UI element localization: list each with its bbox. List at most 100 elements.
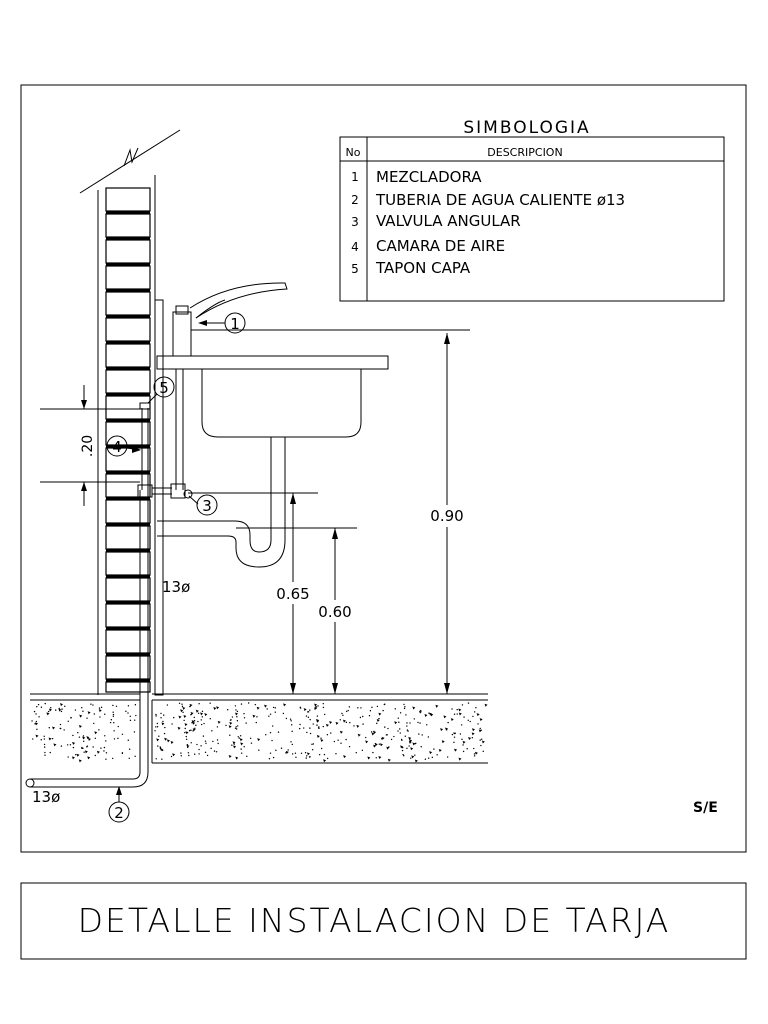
aggregate-dot xyxy=(32,738,34,740)
aggregate-mark xyxy=(235,756,239,760)
aggregate-mark xyxy=(438,748,442,752)
drawing-frame xyxy=(20,84,747,853)
aggregate-dot xyxy=(198,748,200,751)
brick xyxy=(105,317,151,342)
aggregate-dot xyxy=(418,733,420,735)
aggregate-dot xyxy=(134,704,137,706)
aggregate-dot xyxy=(320,747,323,750)
aggregate-dot xyxy=(216,739,219,741)
brick xyxy=(105,265,151,290)
aggregate-mark xyxy=(356,724,360,728)
legend-row-5-no: 5 xyxy=(351,262,359,276)
brick xyxy=(105,551,151,576)
aggregate-dot xyxy=(159,746,161,748)
aggregate-dot xyxy=(307,716,310,719)
aggregate-dot xyxy=(312,723,314,725)
legend-row-4-no: 4 xyxy=(351,240,359,254)
aggregate-mark xyxy=(316,719,320,723)
aggregate-dot xyxy=(473,753,476,755)
svg-text:5: 5 xyxy=(159,379,169,397)
wall-break-symbol xyxy=(123,147,139,167)
aggregate-dot xyxy=(269,713,272,715)
aggregate-dot xyxy=(372,751,374,754)
aggregate-dot xyxy=(196,743,198,746)
aggregate-dot xyxy=(44,754,46,756)
aggregate-dot xyxy=(205,742,207,745)
aggregate-dot xyxy=(295,756,297,758)
aggregate-dot xyxy=(265,734,267,736)
aggregate-mark xyxy=(82,736,86,740)
brick xyxy=(105,369,151,394)
aggregate-dot xyxy=(229,734,231,736)
aggregate-mark xyxy=(283,703,287,707)
aggregate-dot xyxy=(410,757,412,759)
aggregate-dot xyxy=(195,724,197,726)
aggregate-dot xyxy=(290,724,293,726)
bottom-elbow xyxy=(30,771,149,788)
aggregate-dot xyxy=(155,726,157,728)
aggregate-mark xyxy=(229,721,233,725)
aggregate-dot xyxy=(213,750,216,752)
aggregate-dot xyxy=(453,736,456,738)
aggregate-dot xyxy=(385,734,388,736)
svg-text:3: 3 xyxy=(202,497,212,515)
aggregate-dot xyxy=(185,735,187,738)
aggregate-dot xyxy=(456,713,458,715)
aggregate-dot xyxy=(115,705,118,707)
aggregate-dot xyxy=(375,757,377,759)
aggregate-dot xyxy=(269,752,272,754)
aggregate-dot xyxy=(258,749,260,751)
aggregate-mark xyxy=(213,707,217,711)
aggregate-mark xyxy=(443,715,447,719)
aggregate-dot xyxy=(318,727,320,729)
aggregate-dot xyxy=(376,722,378,725)
aggregate-dot xyxy=(185,738,188,741)
aggregate-mark xyxy=(216,706,220,710)
aggregate-dot xyxy=(112,713,115,716)
aggregate-dot xyxy=(309,727,311,729)
aggregate-dot xyxy=(90,703,92,705)
aggregate-mark xyxy=(411,755,415,759)
aggregate-dot xyxy=(393,735,395,738)
aggregate-dot xyxy=(33,710,36,713)
aggregate-dot xyxy=(357,707,359,709)
aggregate-dot xyxy=(406,725,408,727)
aggregate-mark xyxy=(440,728,444,732)
brick xyxy=(105,681,151,693)
aggregate-dot xyxy=(211,730,213,732)
aggregate-mark xyxy=(98,709,102,713)
aggregate-dot xyxy=(77,731,79,734)
aggregate-mark xyxy=(84,750,88,754)
aggregate-dot xyxy=(216,726,219,728)
aggregate-dot xyxy=(309,732,312,735)
aggregate-mark xyxy=(233,745,237,749)
aggregate-mark xyxy=(285,750,289,754)
aggregate-dot xyxy=(453,713,456,715)
callout-2: 2 xyxy=(108,786,130,823)
aggregate-dot xyxy=(463,716,465,718)
aggregate-dot xyxy=(290,741,292,743)
aggregate-dot xyxy=(335,753,337,755)
aggregate-dot xyxy=(446,756,449,758)
floor-slab xyxy=(30,693,488,764)
aggregate-dot xyxy=(479,739,481,741)
aggregate-dot xyxy=(362,723,364,725)
aggregate-dot xyxy=(94,754,96,757)
aggregate-mark xyxy=(387,758,391,762)
aggregate-dot xyxy=(60,745,63,747)
aggregate-dot xyxy=(282,712,285,715)
aggregate-dot xyxy=(299,723,301,726)
aggregate-dot xyxy=(233,743,235,745)
aggregate-dot xyxy=(112,757,114,760)
dimension-label-air-chamber: .20 xyxy=(80,435,96,457)
aggregate-dot xyxy=(308,756,311,758)
aggregate-dot xyxy=(406,722,408,724)
aggregate-dot xyxy=(272,756,275,759)
aggregate-dot xyxy=(82,735,85,737)
aggregate-mark xyxy=(314,703,318,707)
aggregate-dot xyxy=(72,746,75,749)
sink-basin xyxy=(201,369,362,438)
aggregate-dot xyxy=(420,709,422,712)
aggregate-mark xyxy=(343,755,347,759)
aggregate-dot xyxy=(113,730,115,732)
